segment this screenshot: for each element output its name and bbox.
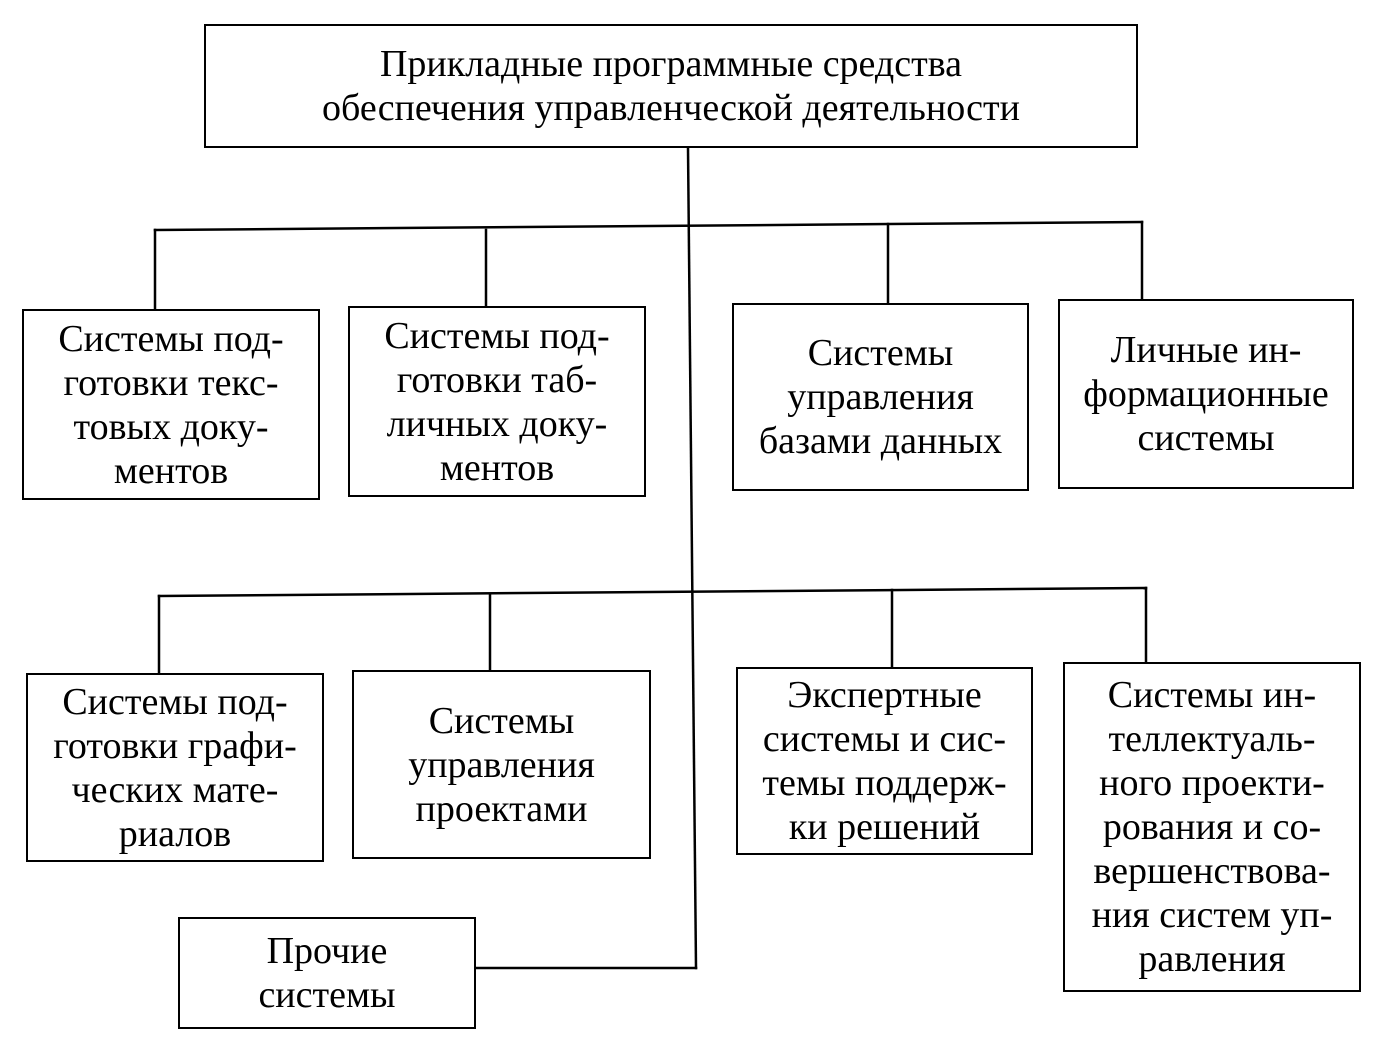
other-systems-box: Прочие системы — [178, 917, 476, 1029]
box-text-line: системы — [258, 974, 396, 1016]
box-text-line: Системы — [428, 699, 575, 742]
box-text-line: ки решений — [788, 806, 981, 848]
box-text-line: системы — [1137, 417, 1275, 459]
personal-information-systems-box: Личные ин- формационные системы — [1058, 299, 1354, 489]
box-text-line: управления — [408, 743, 595, 786]
box-text-line: готовки графи- — [53, 724, 297, 767]
project-management-box: Системы управления проектами — [352, 670, 651, 859]
box-text-line: формационные — [1083, 373, 1329, 415]
box-text-line: системы и сис- — [762, 718, 1007, 760]
intelligent-design-systems-box: Системы ин- теллектуаль- ного проекти- р… — [1063, 662, 1361, 992]
expert-systems-box: Экспертные системы и сис- темы поддерж- … — [736, 667, 1033, 855]
text-documents-box: Системы под- готовки текс- товых доку- м… — [22, 309, 320, 500]
root-text-line: обеспечения управленческой деятельности — [322, 87, 1020, 129]
graphic-materials-box: Системы под- готовки графи- ческих мате-… — [26, 673, 324, 862]
box-text-line: ного проекти- — [1099, 762, 1325, 804]
box-text-line: равления — [1138, 938, 1286, 980]
box-text-line: риалов — [118, 812, 232, 855]
box-text-line: Прочие — [266, 930, 388, 972]
box-text-line: ментов — [439, 446, 555, 489]
trunk-line — [686, 146, 698, 970]
box-text-line: ментов — [113, 449, 229, 492]
box-text-line: Системы ин- — [1107, 674, 1317, 716]
root-text-line: Прикладные программные средства — [379, 43, 963, 85]
box-text-line: Системы под- — [62, 680, 288, 723]
box-text-line: Системы под- — [58, 317, 284, 360]
box-text-line: рования и со- — [1102, 806, 1322, 848]
box-text-line: ческих мате- — [71, 768, 279, 811]
upper-bus-line — [153, 220, 1144, 232]
spreadsheet-documents-box: Системы под- готовки таб- личных доку- м… — [348, 306, 646, 497]
box-text-line: товых доку- — [73, 405, 269, 448]
database-management-box: Системы управления базами данных — [732, 303, 1029, 491]
box-text-line: управления — [787, 376, 974, 418]
lower-bus-line — [157, 586, 1148, 598]
box-text-line: темы поддерж- — [762, 762, 1007, 804]
box-text-line: теллектуаль- — [1108, 718, 1316, 760]
box-text-line: личных доку- — [386, 402, 608, 445]
box-text-line: базами данных — [758, 420, 1003, 462]
box-text-line: вершенствова- — [1093, 850, 1331, 892]
box-text-line: проектами — [415, 787, 588, 830]
box-text-line: готовки таб- — [396, 358, 598, 401]
box-text-line: Личные ин- — [1110, 329, 1302, 371]
box-text-line: Системы — [807, 332, 954, 374]
box-text-line: готовки текс- — [63, 361, 279, 404]
root-box: Прикладные программные средства обеспече… — [204, 24, 1138, 148]
box-text-line: Системы под- — [384, 314, 610, 357]
box-text-line: ния систем уп- — [1091, 894, 1333, 936]
box-text-line: Экспертные — [787, 674, 982, 716]
